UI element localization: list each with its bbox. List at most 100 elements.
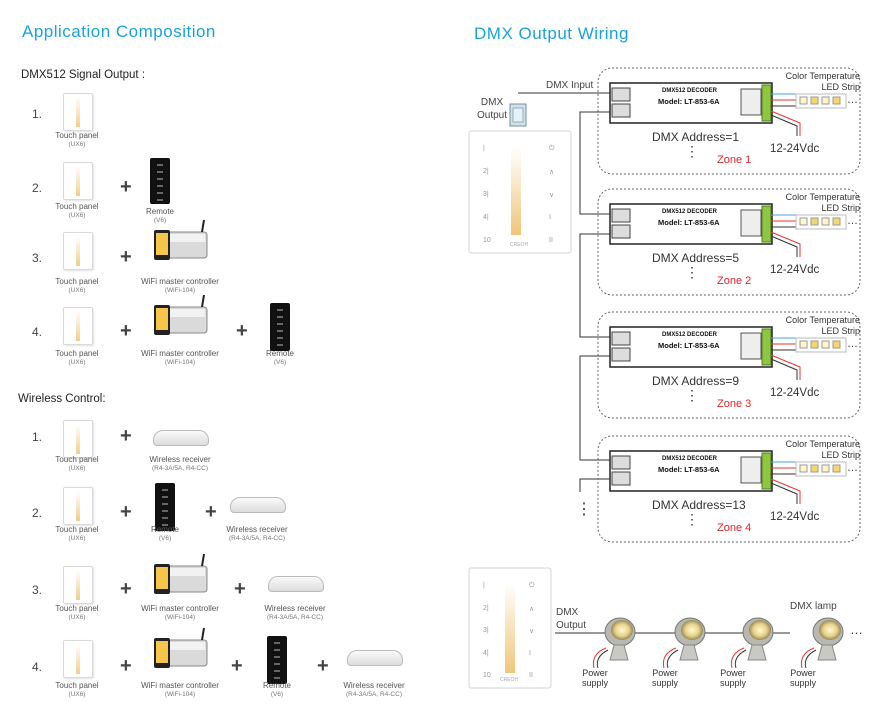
plus-sign: + [120, 425, 132, 447]
panel-key: 2| [483, 604, 489, 612]
decoder-terminal [740, 88, 762, 116]
led-chip [810, 217, 819, 226]
left-title: Application Composition [22, 22, 216, 41]
dmx-connector [509, 103, 527, 127]
caption-name: Wireless receiver [264, 604, 326, 613]
remote-icon [267, 636, 287, 684]
lamp-dmx-output-line2: Output [556, 620, 587, 631]
panel-brand-label: CREOH [510, 242, 529, 248]
caption-model: (WiFi-104) [164, 287, 196, 294]
receiver-caption: Wireless receiver(R4-3A/5A, R4-CC) [314, 681, 434, 699]
panel-key: I [529, 649, 531, 657]
wifi-caption: WiFi master controller(WiFi-104) [120, 349, 240, 367]
led-chip [832, 464, 841, 473]
panel-key: ⏻ [529, 582, 535, 589]
address-dots: ⋮ [685, 143, 699, 159]
caption-model: (UX6) [68, 359, 86, 366]
panel-key: ∧ [529, 605, 535, 613]
power-wire [770, 478, 801, 504]
caption-name: Touch panel [55, 277, 99, 286]
remote-caption: Remote(V6) [105, 525, 225, 543]
wifi-caption: WiFi master controller(WiFi-104) [120, 604, 240, 622]
wifi-caption: WiFi master controller(WiFi-104) [120, 277, 240, 295]
caption-model: (V6) [158, 535, 172, 542]
touch-panel-icon [63, 93, 93, 131]
dmx-output-line1: DMX [480, 97, 504, 108]
caption-name: WiFi master controller [141, 604, 219, 613]
panel-key: II [529, 672, 533, 679]
zone-voltage: 12-24Vdc [770, 511, 820, 523]
led-chip [821, 340, 830, 349]
row-number: 4. [32, 660, 43, 674]
panel-key: 10 [483, 672, 491, 679]
power-wire [770, 114, 798, 136]
caption-model: (UX6) [68, 691, 86, 698]
caption-model: (V6) [270, 691, 284, 698]
caption-name: Touch panel [55, 131, 99, 140]
caption-model: (WiFi-104) [164, 691, 196, 698]
decoder-port [611, 87, 631, 102]
strip-label-line2: LED Strip [821, 450, 860, 460]
power-supply-line2: supply [651, 678, 678, 688]
led-chip [810, 96, 819, 105]
address-dots: ⋮ [685, 264, 699, 280]
power-supply-line2: supply [581, 678, 608, 688]
caption-model: (V6) [153, 217, 167, 224]
power-wire [770, 235, 798, 257]
zone-address: DMX Address=1 [652, 130, 740, 144]
wifi-controller-icon [153, 219, 209, 264]
zone-name: Zone 3 [717, 398, 752, 410]
caption-model: (WiFi-104) [164, 614, 196, 621]
caption-model: (V6) [273, 359, 287, 366]
strip-label-line1: Color Temperature [785, 315, 860, 325]
wifi-caption: WiFi master controller(WiFi-104) [120, 681, 240, 699]
panel-key: ∨ [549, 192, 555, 199]
touch-panel-icon [63, 307, 93, 345]
led-chip [810, 464, 819, 473]
led-chip [832, 340, 841, 349]
dmx-section-label: DMX512 Signal Output : [21, 69, 146, 81]
row-number: 2. [32, 181, 43, 195]
plus-sign: + [317, 655, 329, 677]
plus-sign: + [205, 501, 217, 523]
receiver-caption: Wireless receiver(R4-3A/5A, R4-CC) [197, 525, 317, 543]
panel-caption: Touch panel(UX6) [17, 604, 137, 622]
wireless-receiver-icon [347, 650, 403, 666]
dmx-lamp [730, 617, 774, 669]
decoder-terminal [740, 209, 762, 237]
touch-panel-icon [63, 420, 93, 458]
strip-label-line1: Color Temperature [785, 439, 860, 449]
led-chip [821, 96, 830, 105]
led-chip [799, 340, 808, 349]
panel-key: 4| [483, 214, 489, 221]
power-supply-line2: supply [789, 678, 816, 688]
panel-brand-label: CREOH [500, 677, 519, 683]
caption-model: (UX6) [68, 287, 86, 294]
zone-name: Zone 1 [717, 154, 752, 166]
panel-key: 4| [483, 649, 489, 657]
zone-address: DMX Address=9 [652, 374, 740, 388]
panel-key: | [483, 582, 485, 589]
led-chip [832, 217, 841, 226]
wifi-controller-graphic [154, 553, 208, 594]
caption-model: (UX6) [68, 141, 86, 148]
strip-label-line2: LED Strip [821, 82, 860, 92]
strip-label-line1: Color Temperature [785, 71, 860, 81]
remote-caption: Remote(V6) [217, 681, 337, 699]
led-chip [799, 217, 808, 226]
power-wire [770, 231, 801, 257]
zone-box [597, 435, 861, 543]
decoder-terminal-green [761, 205, 772, 243]
caption-name: Wireless receiver [149, 455, 211, 464]
touch-panel-icon [63, 232, 93, 270]
dmx-input-label: DMX Input [546, 80, 594, 91]
receiver-caption: Wireless receiver(R4-3A/5A, R4-CC) [235, 604, 355, 622]
zone-address: DMX Address=13 [652, 498, 746, 512]
panel-key: 10 [483, 237, 491, 244]
decoder-title: DMX512 DECODER [662, 209, 718, 215]
panel-key: I [549, 214, 551, 221]
